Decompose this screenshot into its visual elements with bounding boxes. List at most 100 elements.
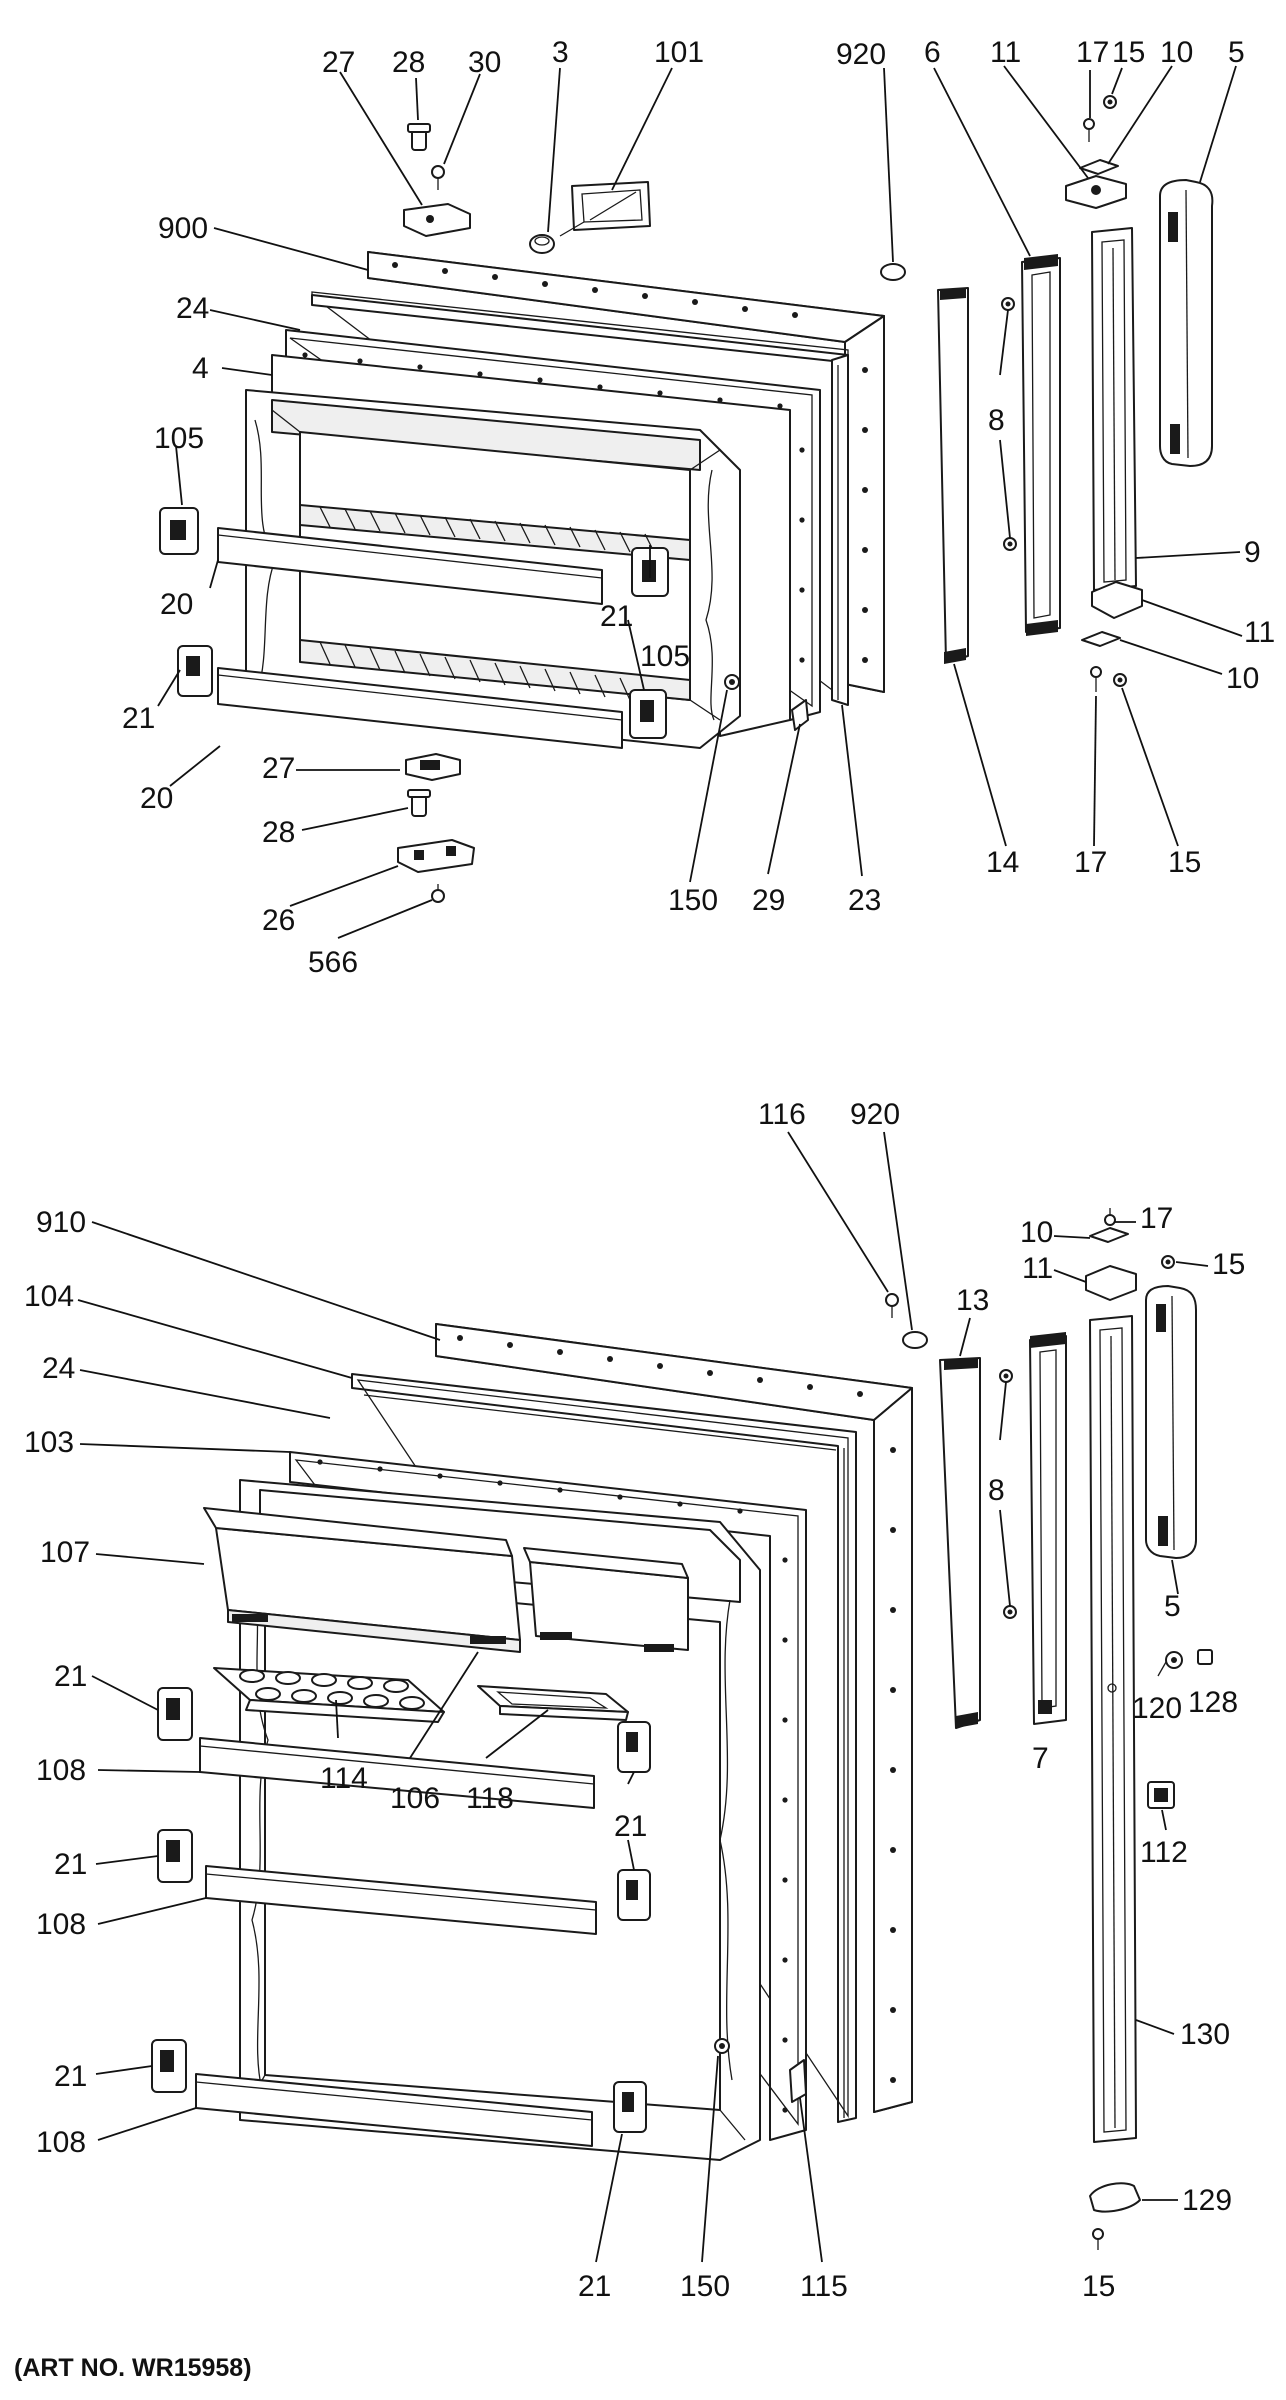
- plug-920-upper: [880, 263, 906, 281]
- label-101: 101: [654, 36, 704, 69]
- label-114: 114: [320, 1762, 368, 1795]
- label-28-lower: 28: [262, 816, 295, 849]
- hinge-block-11-lower: [1085, 1265, 1137, 1301]
- hinge-plate-27-top: [403, 203, 471, 237]
- shim-10-bottom: [1081, 631, 1121, 647]
- hinge-bracket-6: [1021, 254, 1061, 636]
- label-130: 130: [1180, 2018, 1230, 2051]
- handle-5-lower: [1145, 1285, 1197, 1559]
- label-108-a: 108: [36, 1754, 86, 1787]
- lower-part-labels: 116 920 910 104 24 103 107 13 10 17 11 1…: [24, 1098, 1245, 2303]
- plug-920-lower: [902, 1331, 928, 1349]
- label-112: 112: [1140, 1836, 1188, 1869]
- end-cap-21-a-right: [617, 1721, 651, 1773]
- bar-end-cap-21-right: [629, 689, 667, 739]
- screw-15-lower-bottom: [1092, 2228, 1104, 2250]
- hinge-bracket-7: [1029, 1332, 1067, 1725]
- label-7: 7: [1032, 1742, 1049, 1775]
- label-11-lower-door: 11: [1022, 1252, 1053, 1285]
- label-106: 106: [390, 1782, 440, 1815]
- label-30: 30: [468, 46, 501, 79]
- trim-strip-13: [939, 1357, 981, 1729]
- screw-15-top: [1103, 95, 1117, 109]
- hinge-plate-26: [397, 839, 475, 873]
- screw-120: [1157, 1651, 1183, 1677]
- label-920-lower: 920: [850, 1098, 900, 1131]
- label-150: 150: [668, 884, 718, 917]
- end-cap-21-b-right: [617, 1869, 651, 1921]
- label-27-lower: 27: [262, 752, 295, 785]
- handle-5-upper: [1159, 179, 1214, 467]
- upper-part-labels: 27 28 30 3 101 920 6 11 17 15 10 5 900 2…: [122, 36, 1275, 979]
- label-21-e: 21: [578, 2270, 611, 2303]
- label-8-lower: 8: [988, 1474, 1005, 1507]
- shelf-bar-108-a: [199, 1737, 595, 1809]
- screw-116: [885, 1293, 899, 1318]
- bar-end-cap-105-left: [159, 507, 199, 555]
- label-24: 24: [176, 292, 209, 325]
- upper-door-assembly: [157, 65, 1243, 939]
- label-150-lower: 150: [680, 2270, 730, 2303]
- label-14: 14: [986, 846, 1019, 879]
- screw-17-bottom: [1090, 666, 1102, 692]
- label-108-c: 108: [36, 2126, 86, 2159]
- hinge-block-11-bottom: [1091, 581, 1143, 619]
- label-120: 120: [1132, 1692, 1182, 1725]
- screw-8-lower-a: [999, 1369, 1013, 1383]
- label-10-lower: 10: [1226, 662, 1259, 695]
- label-21-a: 21: [54, 1660, 87, 1693]
- screw-8-upper-b: [1003, 537, 1017, 551]
- end-cap-21-c-right: [613, 2081, 647, 2133]
- label-107: 107: [40, 1536, 90, 1569]
- label-108-b: 108: [36, 1908, 86, 1941]
- dairy-door-107-left: [203, 1507, 521, 1653]
- label-20: 20: [160, 588, 193, 621]
- end-cap-21-c-left: [151, 2039, 187, 2093]
- label-118: 118: [466, 1782, 514, 1815]
- screw-17-lower: [1104, 1208, 1116, 1226]
- end-cap-21-a-left: [157, 1687, 193, 1741]
- label-900: 900: [158, 212, 208, 245]
- strip-115: [789, 2059, 807, 2103]
- hinge-plate-27-bottom: [405, 753, 461, 781]
- clip-128: [1197, 1649, 1213, 1665]
- label-8: 8: [988, 404, 1005, 437]
- label-11: 11: [990, 36, 1021, 69]
- label-21-d: 21: [54, 2060, 87, 2093]
- label-17-lower-door: 17: [1140, 1202, 1173, 1235]
- label-20-lower: 20: [140, 782, 173, 815]
- label-129: 129: [1182, 2184, 1232, 2217]
- door-panel-910: [435, 1323, 913, 2113]
- strip-29: [791, 699, 809, 731]
- label-11-lower: 11: [1244, 616, 1275, 649]
- label-27: 27: [322, 46, 355, 79]
- label-105: 105: [154, 422, 204, 455]
- screw-8-lower-b: [1003, 1605, 1017, 1619]
- hinge-pin-28-bottom: [407, 789, 431, 817]
- shim-10-top: [1079, 159, 1119, 175]
- screw-15-lower-top: [1161, 1255, 1175, 1269]
- bar-end-cap-21-left: [177, 645, 213, 697]
- handle-channel-9: [1091, 227, 1137, 591]
- upper-leader-lines: [157, 65, 1243, 939]
- cap-129: [1089, 2182, 1141, 2213]
- label-920: 920: [836, 38, 886, 71]
- label-104: 104: [24, 1280, 74, 1313]
- label-15-lower: 15: [1168, 846, 1201, 879]
- plug-3: [529, 234, 555, 254]
- art-number: (ART NO. WR15958): [14, 2354, 252, 2382]
- shim-10-lower: [1089, 1227, 1129, 1243]
- label-21-left: 21: [122, 702, 155, 735]
- label-15: 15: [1112, 36, 1145, 69]
- label-10-lower-door: 10: [1020, 1216, 1053, 1249]
- screw-150-upper: [724, 674, 740, 690]
- label-128: 128: [1188, 1686, 1238, 1719]
- label-116: 116: [758, 1098, 806, 1131]
- tray-118: [477, 1685, 629, 1721]
- label-4: 4: [192, 352, 209, 385]
- label-103: 103: [24, 1426, 74, 1459]
- label-29: 29: [752, 884, 785, 917]
- label-26: 26: [262, 904, 295, 937]
- label-105-right: 105: [640, 640, 690, 673]
